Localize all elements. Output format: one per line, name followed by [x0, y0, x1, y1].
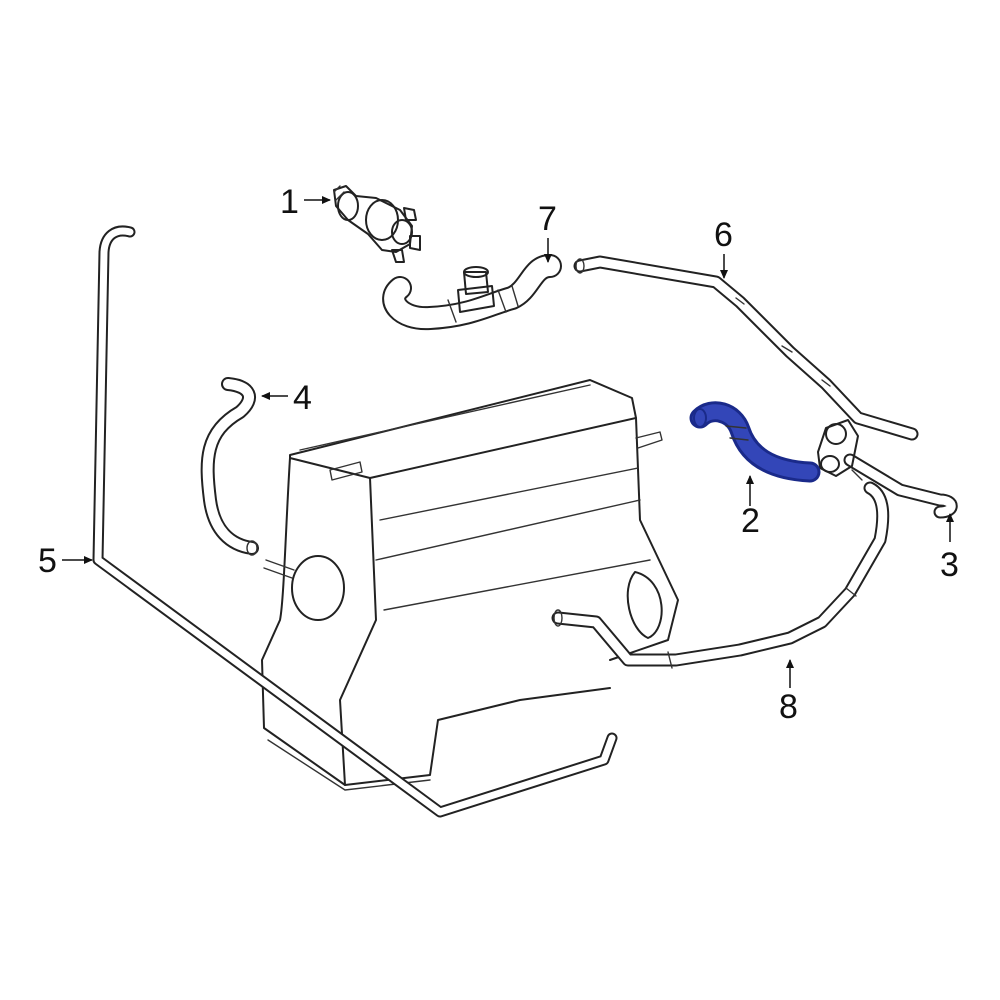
part-2-hose-highlighted	[689, 401, 821, 483]
leader-lines	[62, 196, 954, 688]
part-3-tube	[843, 453, 958, 519]
part-7-hose	[382, 254, 562, 331]
callout-6: 6	[714, 216, 733, 254]
callout-labels: 1 2 3 4 5 6 7 8	[38, 183, 959, 726]
callout-3: 3	[940, 546, 959, 584]
part-8-tube	[551, 481, 890, 669]
callout-7: 7	[538, 200, 557, 238]
part-4-hose	[200, 377, 259, 556]
part-1-valve	[333, 185, 421, 263]
part-5-tube	[92, 225, 618, 818]
callout-4: 4	[293, 379, 312, 417]
callout-8: 8	[779, 688, 798, 726]
engine-block	[261, 379, 679, 791]
connector	[817, 419, 863, 481]
callout-2: 2	[741, 502, 760, 540]
part-6-tube	[573, 255, 919, 441]
callout-5: 5	[38, 542, 57, 580]
callout-1: 1	[280, 183, 299, 221]
